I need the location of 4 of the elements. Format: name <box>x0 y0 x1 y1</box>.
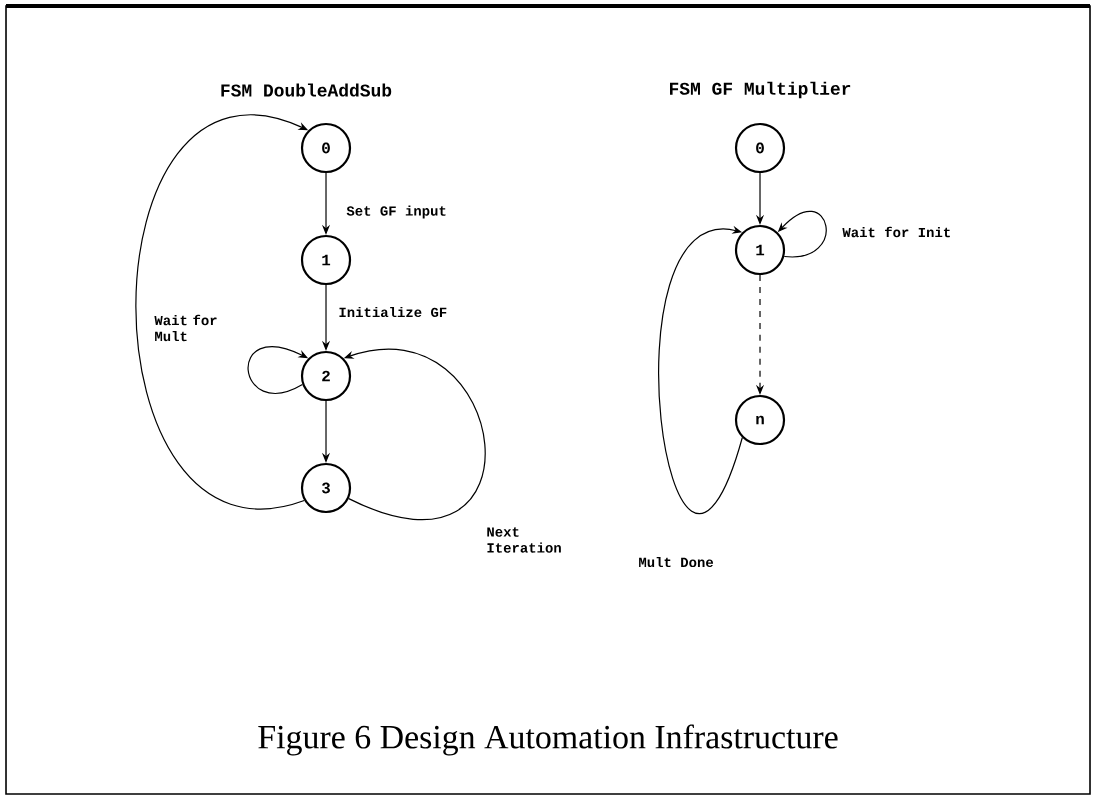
caption: Figure 6 Design Automation Infrastructure <box>258 724 838 756</box>
heading: FSM GF Multiplier <box>670 81 851 99</box>
heading: FSM DoubleAddSub <box>221 83 392 97</box>
arrow <box>658 225 743 512</box>
